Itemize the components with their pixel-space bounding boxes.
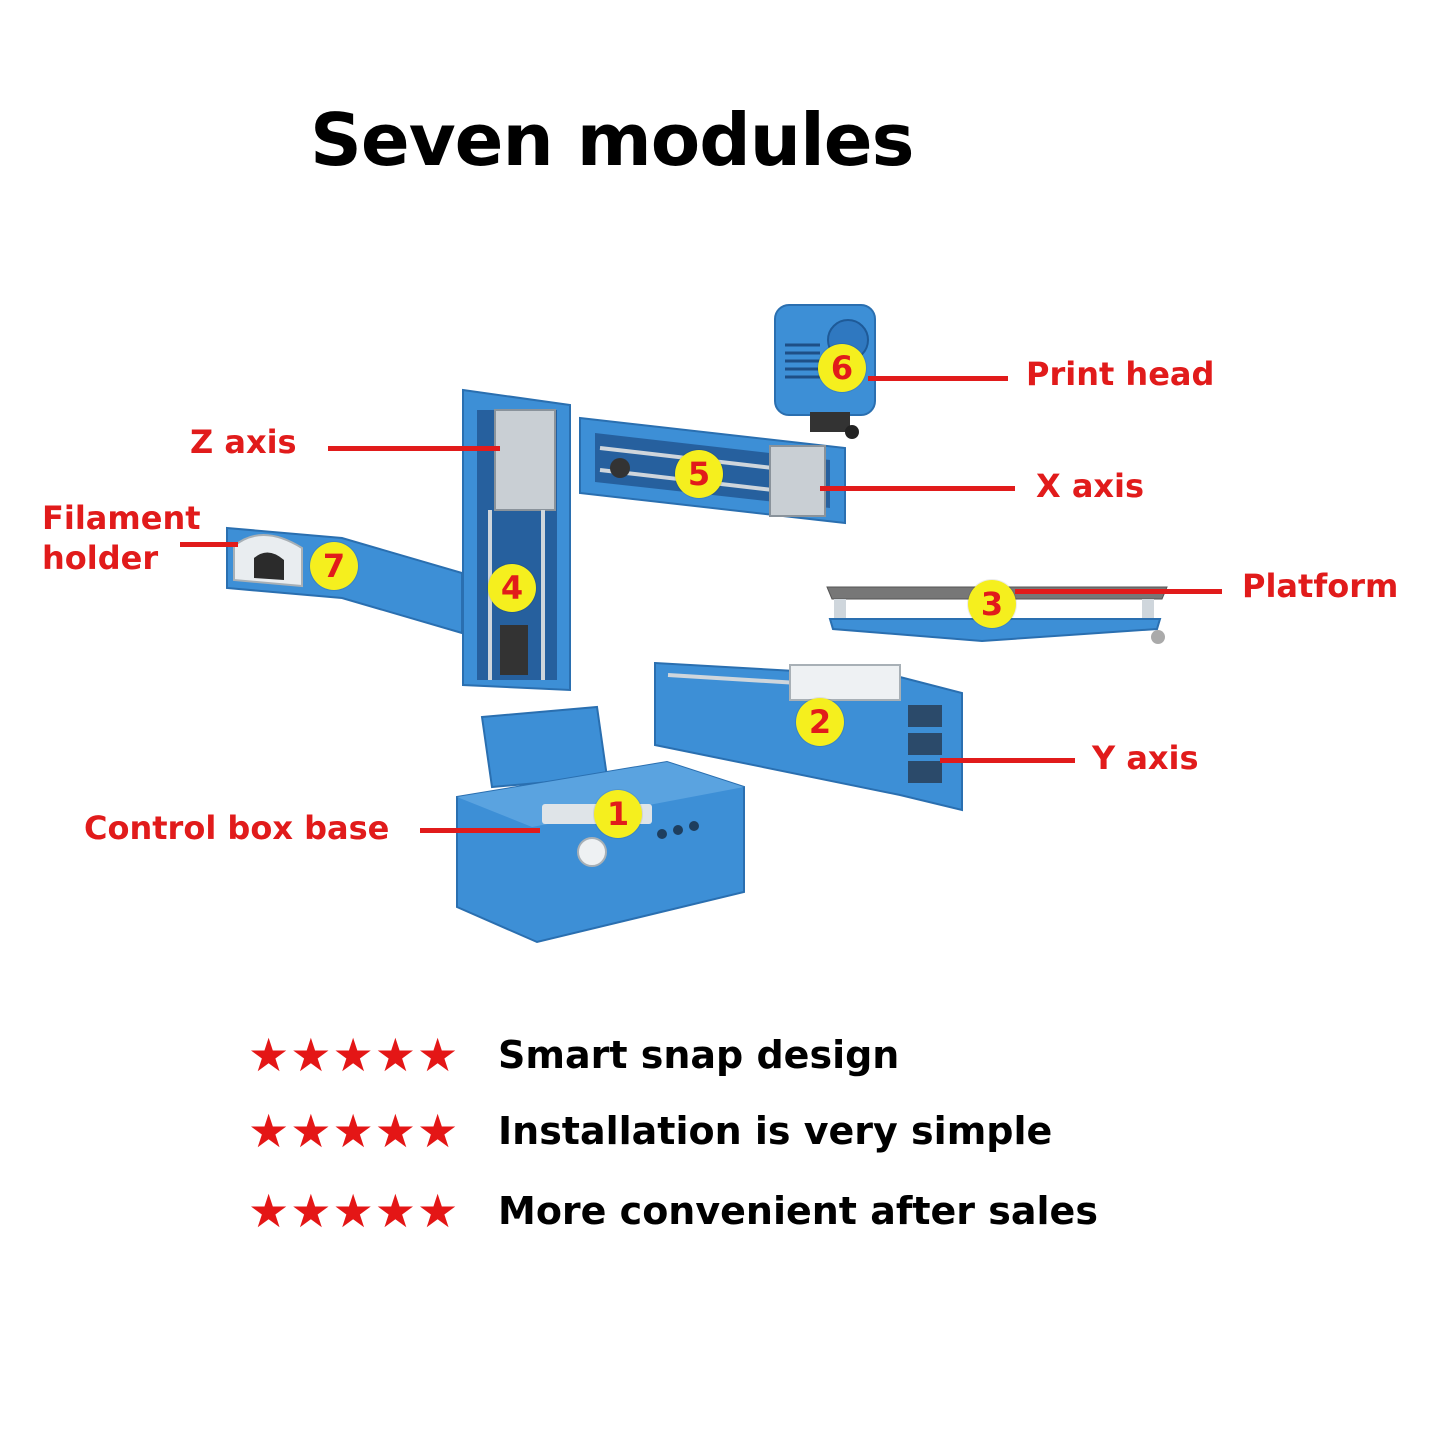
module-number-5: 5	[675, 450, 723, 498]
y-axis-label: Y axis	[1092, 739, 1199, 777]
feature-text: Installation is very simple	[498, 1109, 1053, 1153]
control-box-base-label: Control box base	[84, 809, 390, 847]
module-number-4: 4	[488, 564, 536, 612]
control-box-base-leader	[420, 828, 540, 833]
module-number-6: 6	[818, 344, 866, 392]
feature-row: ★★★★★ More convenient after sales	[248, 1186, 1098, 1236]
print-head-leader	[868, 376, 1008, 381]
control-box-base-module	[456, 705, 745, 944]
filament-holder-label: Filament holder	[42, 499, 201, 577]
rating-stars: ★★★★★	[248, 1104, 460, 1158]
platform-label: Platform	[1242, 567, 1399, 605]
module-number-3: 3	[968, 580, 1016, 628]
platform-leader	[1015, 589, 1222, 594]
feature-text: Smart snap design	[498, 1033, 900, 1077]
filament-holder-leader	[180, 542, 238, 547]
z-axis-module	[462, 388, 571, 692]
rating-stars: ★★★★★	[248, 1184, 460, 1238]
page-title: Seven modules	[310, 98, 914, 182]
module-number-2: 2	[796, 698, 844, 746]
feature-text: More convenient after sales	[498, 1189, 1098, 1233]
rating-stars: ★★★★★	[248, 1028, 460, 1082]
print-head-label: Print head	[1026, 355, 1215, 393]
x-axis-label: X axis	[1036, 467, 1145, 505]
x-axis-leader	[820, 486, 1015, 491]
y-axis-leader	[940, 758, 1075, 763]
feature-row: ★★★★★ Smart snap design	[248, 1030, 899, 1080]
z-axis-leader	[328, 446, 500, 451]
z-axis-label: Z axis	[190, 423, 297, 461]
module-number-1: 1	[594, 790, 642, 838]
feature-row: ★★★★★ Installation is very simple	[248, 1106, 1052, 1156]
module-number-7: 7	[310, 542, 358, 590]
